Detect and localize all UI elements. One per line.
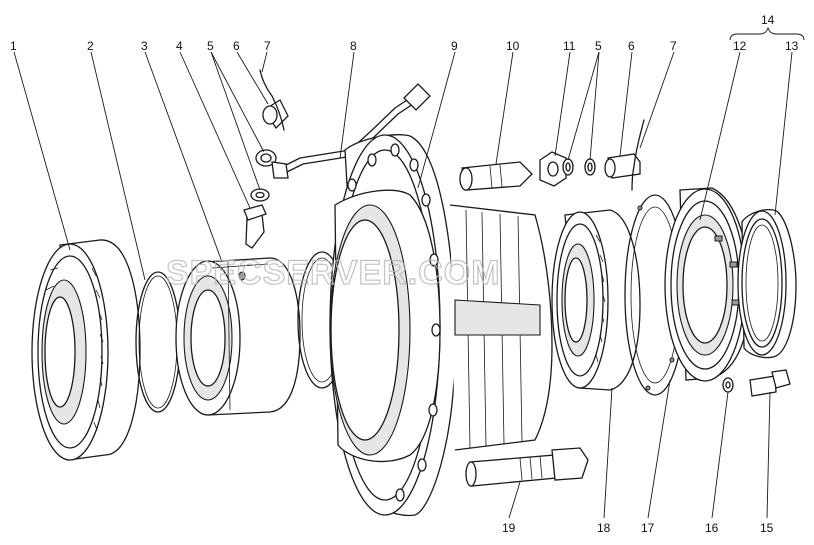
label-5-right: 5	[595, 39, 602, 53]
part-7-lock-wire-left	[259, 69, 285, 131]
label-1: 1	[10, 39, 17, 53]
label-10: 10	[506, 39, 520, 53]
part-18-inner-bearing	[551, 209, 641, 391]
label-9: 9	[451, 39, 458, 53]
part-3-hub-nut	[175, 257, 301, 416]
part-19-wheel-stud	[465, 447, 589, 487]
label-12: 12	[733, 39, 747, 53]
label-6-left: 6	[233, 39, 240, 53]
part-2-snap-ring	[135, 271, 181, 413]
part-12-seal-housing	[664, 187, 751, 382]
label-18: 18	[597, 521, 611, 535]
part-6-fitting-right	[604, 153, 641, 179]
label-15: 15	[760, 521, 774, 535]
part-labels: 1 2 3 4 5 6 7 8 9 10 11 5 6 7 12 13 14 1…	[10, 13, 799, 535]
leader-lines	[13, 26, 805, 519]
part-5-washers-right	[562, 158, 596, 176]
part-15-bolt	[749, 369, 791, 397]
label-7-right: 7	[670, 39, 677, 53]
part-5-washers-left	[250, 149, 277, 202]
part-11-hex-nut	[539, 151, 567, 187]
part-4-bolt	[243, 204, 267, 249]
label-2: 2	[87, 39, 94, 53]
label-7-left: 7	[264, 39, 271, 53]
part-16-washer	[722, 377, 734, 393]
label-14: 14	[761, 13, 775, 27]
label-11: 11	[563, 39, 576, 53]
label-6-right: 6	[628, 39, 635, 53]
label-4: 4	[176, 39, 183, 53]
label-17: 17	[641, 521, 655, 535]
watermark-text: SPECSERVER.COM	[166, 254, 501, 292]
label-5-left: 5	[207, 39, 214, 53]
part-9-wheel-hub	[329, 134, 553, 517]
label-16: 16	[705, 521, 719, 535]
label-3: 3	[141, 39, 148, 53]
label-13: 13	[785, 39, 799, 53]
part-10-stud	[459, 161, 533, 191]
part-7-lock-wire-right	[631, 119, 645, 191]
part-13-seal-ring	[737, 208, 797, 359]
label-8: 8	[350, 39, 357, 53]
label-19: 19	[502, 521, 516, 535]
part-1-roller-bearing	[31, 239, 141, 461]
